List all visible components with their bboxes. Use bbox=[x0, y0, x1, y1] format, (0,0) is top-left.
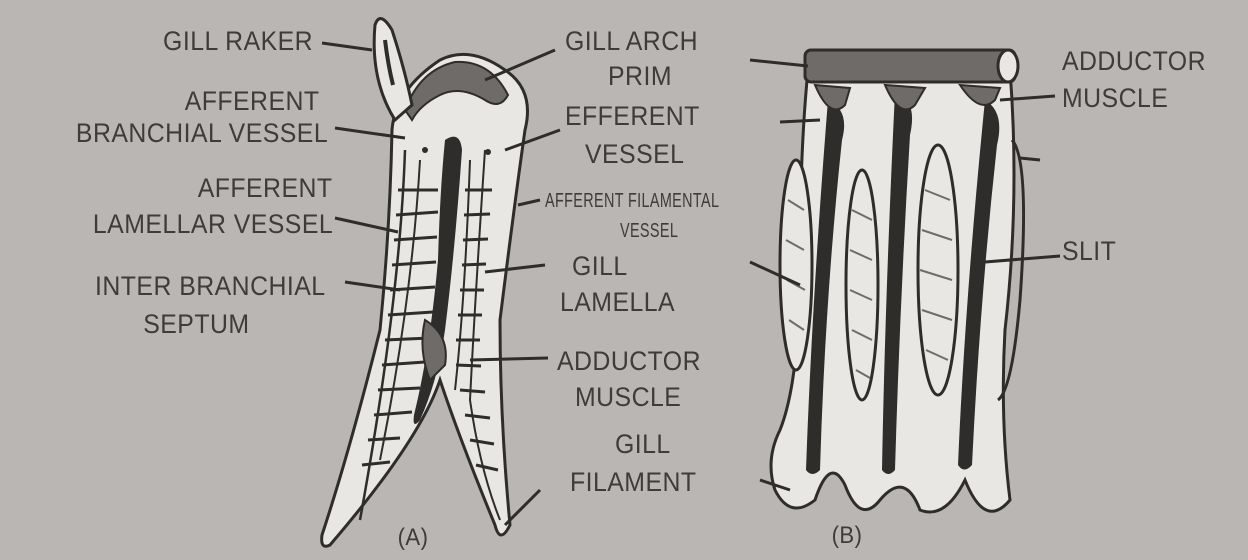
caption-figure-a: (A) bbox=[381, 522, 445, 554]
label-inter-branchial-septum-line2: SEPTUM bbox=[144, 308, 250, 340]
label-adductor-muscle-b-line2: MUSCLE bbox=[1062, 82, 1168, 114]
figure-b-drawing bbox=[750, 50, 1060, 512]
label-inter-branchial-septum-line1: INTER BRANCHIAL bbox=[95, 270, 326, 302]
label-afferent-filamental-vessel-line1: AFFERENT FILAMENTAL bbox=[545, 188, 719, 214]
caption-figure-b: (B) bbox=[815, 520, 879, 552]
gill-raker-shape bbox=[374, 19, 412, 120]
label-prim-efferent-vessel-line1: PRIM bbox=[603, 60, 677, 92]
label-afferent-lamellar-vessel-line2: LAMELLAR VESSEL bbox=[93, 208, 333, 240]
label-gill-filament-line2: FILAMENT bbox=[570, 466, 697, 498]
gill-filament-outline bbox=[322, 54, 528, 546]
label-prim-efferent-vessel-line3: VESSEL bbox=[585, 138, 684, 170]
label-adductor-muscle-a-line1: ADDUCTOR bbox=[557, 345, 701, 377]
label-afferent-filamental-vessel-line2: VESSEL bbox=[620, 218, 678, 244]
label-gill-raker: GILL RAKER bbox=[163, 25, 313, 57]
label-gill-lamella-line2: LAMELLA bbox=[560, 286, 675, 318]
label-gill-filament-line1: GILL bbox=[615, 428, 671, 460]
label-prim-efferent-vessel-line2: EFFERENT bbox=[565, 100, 700, 132]
label-adductor-muscle-b-line1: ADDUCTOR bbox=[1062, 45, 1206, 77]
label-adductor-muscle-a-line2: MUSCLE bbox=[575, 381, 681, 413]
label-afferent-branchial-vessel-line2: BRANCHIAL VESSEL bbox=[76, 117, 328, 149]
label-gill-arch: GILL ARCH bbox=[565, 25, 698, 57]
figure-a-drawing bbox=[322, 19, 560, 547]
label-afferent-branchial-vessel-line1: AFFERENT bbox=[185, 85, 320, 117]
label-gill-lamella-line1: GILL bbox=[572, 250, 628, 282]
label-slit: SLIT bbox=[1062, 235, 1116, 267]
label-afferent-lamellar-vessel-line1: AFFERENT bbox=[198, 172, 333, 204]
gill-arch-bar bbox=[805, 50, 1015, 82]
